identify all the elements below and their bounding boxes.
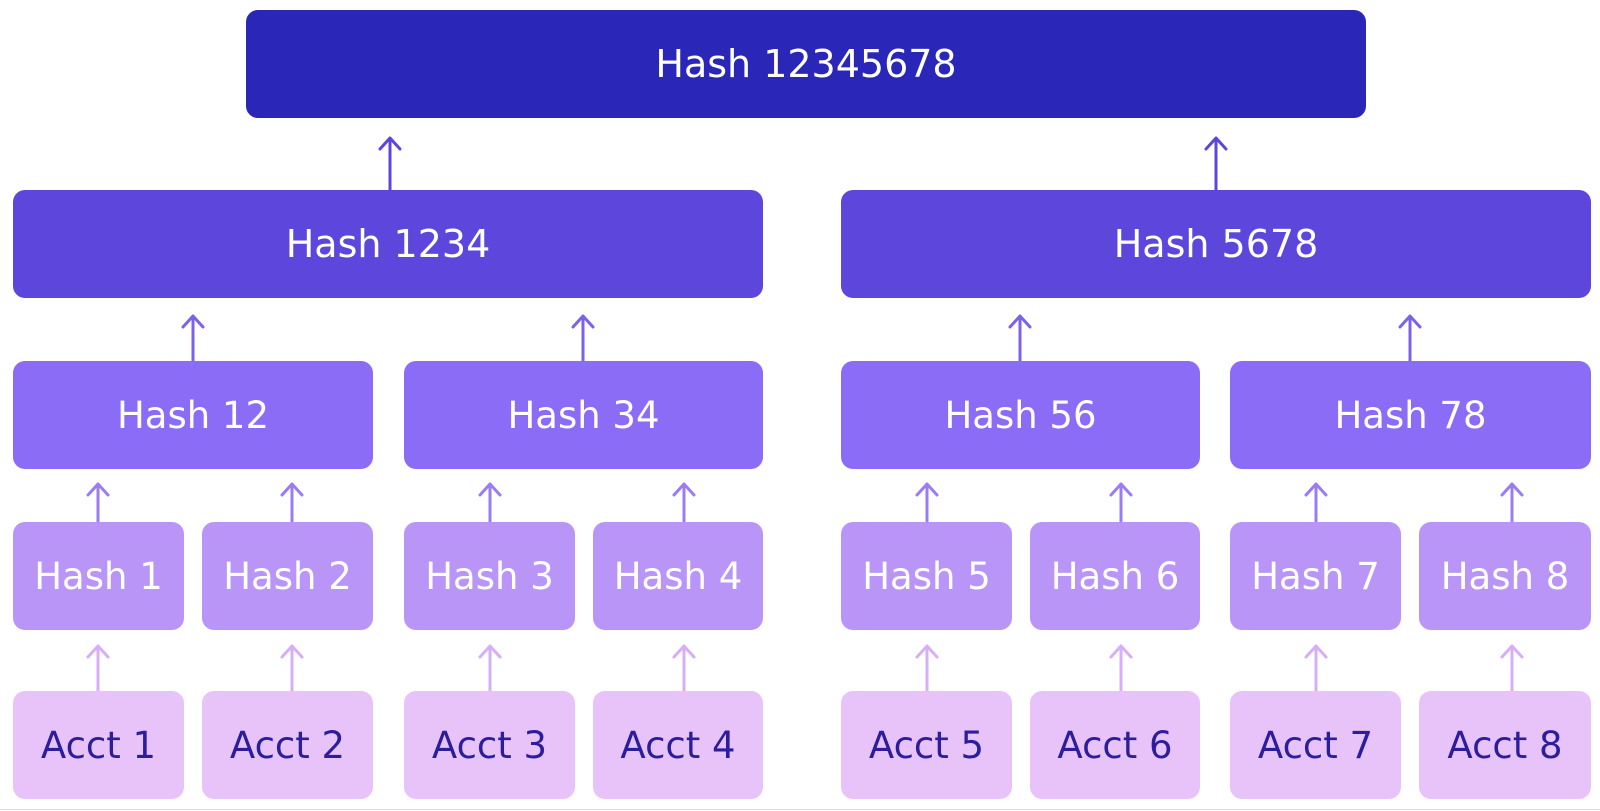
node-acct-2-label: Acct 2: [229, 723, 346, 767]
arrow-56-to-5678: [1008, 314, 1032, 361]
arrow-acct2-to-hash2: [280, 644, 304, 691]
node-hash-78-label: Hash 78: [1334, 393, 1487, 437]
arrow-34-to-1234: [571, 314, 595, 361]
arrow-acct4-to-hash4: [672, 644, 696, 691]
node-acct-5: Acct 5: [841, 691, 1012, 799]
arrow-6-to-56: [1109, 482, 1133, 522]
node-hash-1234: Hash 1234: [13, 190, 763, 298]
node-hash-34-label: Hash 34: [507, 393, 660, 437]
node-acct-2: Acct 2: [202, 691, 373, 799]
node-root: Hash 12345678: [246, 10, 1366, 118]
node-hash-12-label: Hash 12: [116, 393, 270, 437]
node-hash-3-label: Hash 3: [425, 554, 554, 598]
node-acct-3: Acct 3: [404, 691, 575, 799]
node-hash-12: Hash 12: [13, 361, 373, 469]
arrow-7-to-78: [1304, 482, 1328, 522]
node-hash-5-label: Hash 5: [862, 554, 991, 598]
node-acct-8-label: Acct 8: [1447, 723, 1563, 767]
node-hash-5678-label: Hash 5678: [1113, 222, 1319, 266]
node-hash-1-label: Hash 1: [34, 554, 163, 598]
node-acct-6: Acct 6: [1030, 691, 1200, 799]
arrow-acct1-to-hash1: [86, 644, 110, 691]
node-acct-3-label: Acct 3: [431, 723, 548, 767]
node-hash-1: Hash 1: [13, 522, 184, 630]
arrow-4-to-34: [672, 482, 696, 522]
arrow-8-to-78: [1500, 482, 1524, 522]
node-hash-2-label: Hash 2: [223, 554, 352, 598]
node-acct-7-label: Acct 7: [1257, 723, 1374, 767]
bottom-divider: [0, 809, 1600, 810]
node-root-label: Hash 12345678: [655, 42, 957, 86]
arrow-1-to-12: [86, 482, 110, 522]
node-hash-3: Hash 3: [404, 522, 575, 630]
node-hash-8-label: Hash 8: [1440, 554, 1570, 598]
node-acct-7: Acct 7: [1230, 691, 1401, 799]
arrow-acct6-to-hash6: [1109, 644, 1133, 691]
node-acct-5-label: Acct 5: [868, 723, 985, 767]
node-hash-7: Hash 7: [1230, 522, 1401, 630]
arrow-acct8-to-hash8: [1500, 644, 1524, 691]
node-acct-4-label: Acct 4: [620, 723, 736, 767]
node-hash-8: Hash 8: [1419, 522, 1591, 630]
arrow-78-to-5678: [1398, 314, 1422, 361]
node-hash-56: Hash 56: [841, 361, 1200, 469]
node-hash-34: Hash 34: [404, 361, 763, 469]
node-hash-4: Hash 4: [593, 522, 763, 630]
node-hash-2: Hash 2: [202, 522, 373, 630]
node-hash-7-label: Hash 7: [1251, 554, 1380, 598]
arrow-1234-to-root: [378, 136, 402, 190]
node-acct-1: Acct 1: [13, 691, 184, 799]
node-hash-56-label: Hash 56: [944, 393, 1097, 437]
node-hash-5678: Hash 5678: [841, 190, 1591, 298]
node-hash-78: Hash 78: [1230, 361, 1591, 469]
arrow-acct7-to-hash7: [1304, 644, 1328, 691]
arrow-5678-to-root: [1204, 136, 1228, 190]
node-hash-6-label: Hash 6: [1050, 554, 1180, 598]
arrow-5-to-56: [915, 482, 939, 522]
node-acct-1-label: Acct 1: [40, 723, 157, 767]
node-hash-4-label: Hash 4: [613, 554, 743, 598]
node-acct-8: Acct 8: [1419, 691, 1591, 799]
node-acct-6-label: Acct 6: [1057, 723, 1173, 767]
node-hash-5: Hash 5: [841, 522, 1012, 630]
arrow-12-to-1234: [181, 314, 205, 361]
node-acct-4: Acct 4: [593, 691, 763, 799]
arrow-acct5-to-hash5: [915, 644, 939, 691]
arrow-2-to-12: [280, 482, 304, 522]
node-hash-1234-label: Hash 1234: [285, 222, 491, 266]
node-hash-6: Hash 6: [1030, 522, 1200, 630]
arrow-acct3-to-hash3: [478, 644, 502, 691]
arrow-3-to-34: [478, 482, 502, 522]
